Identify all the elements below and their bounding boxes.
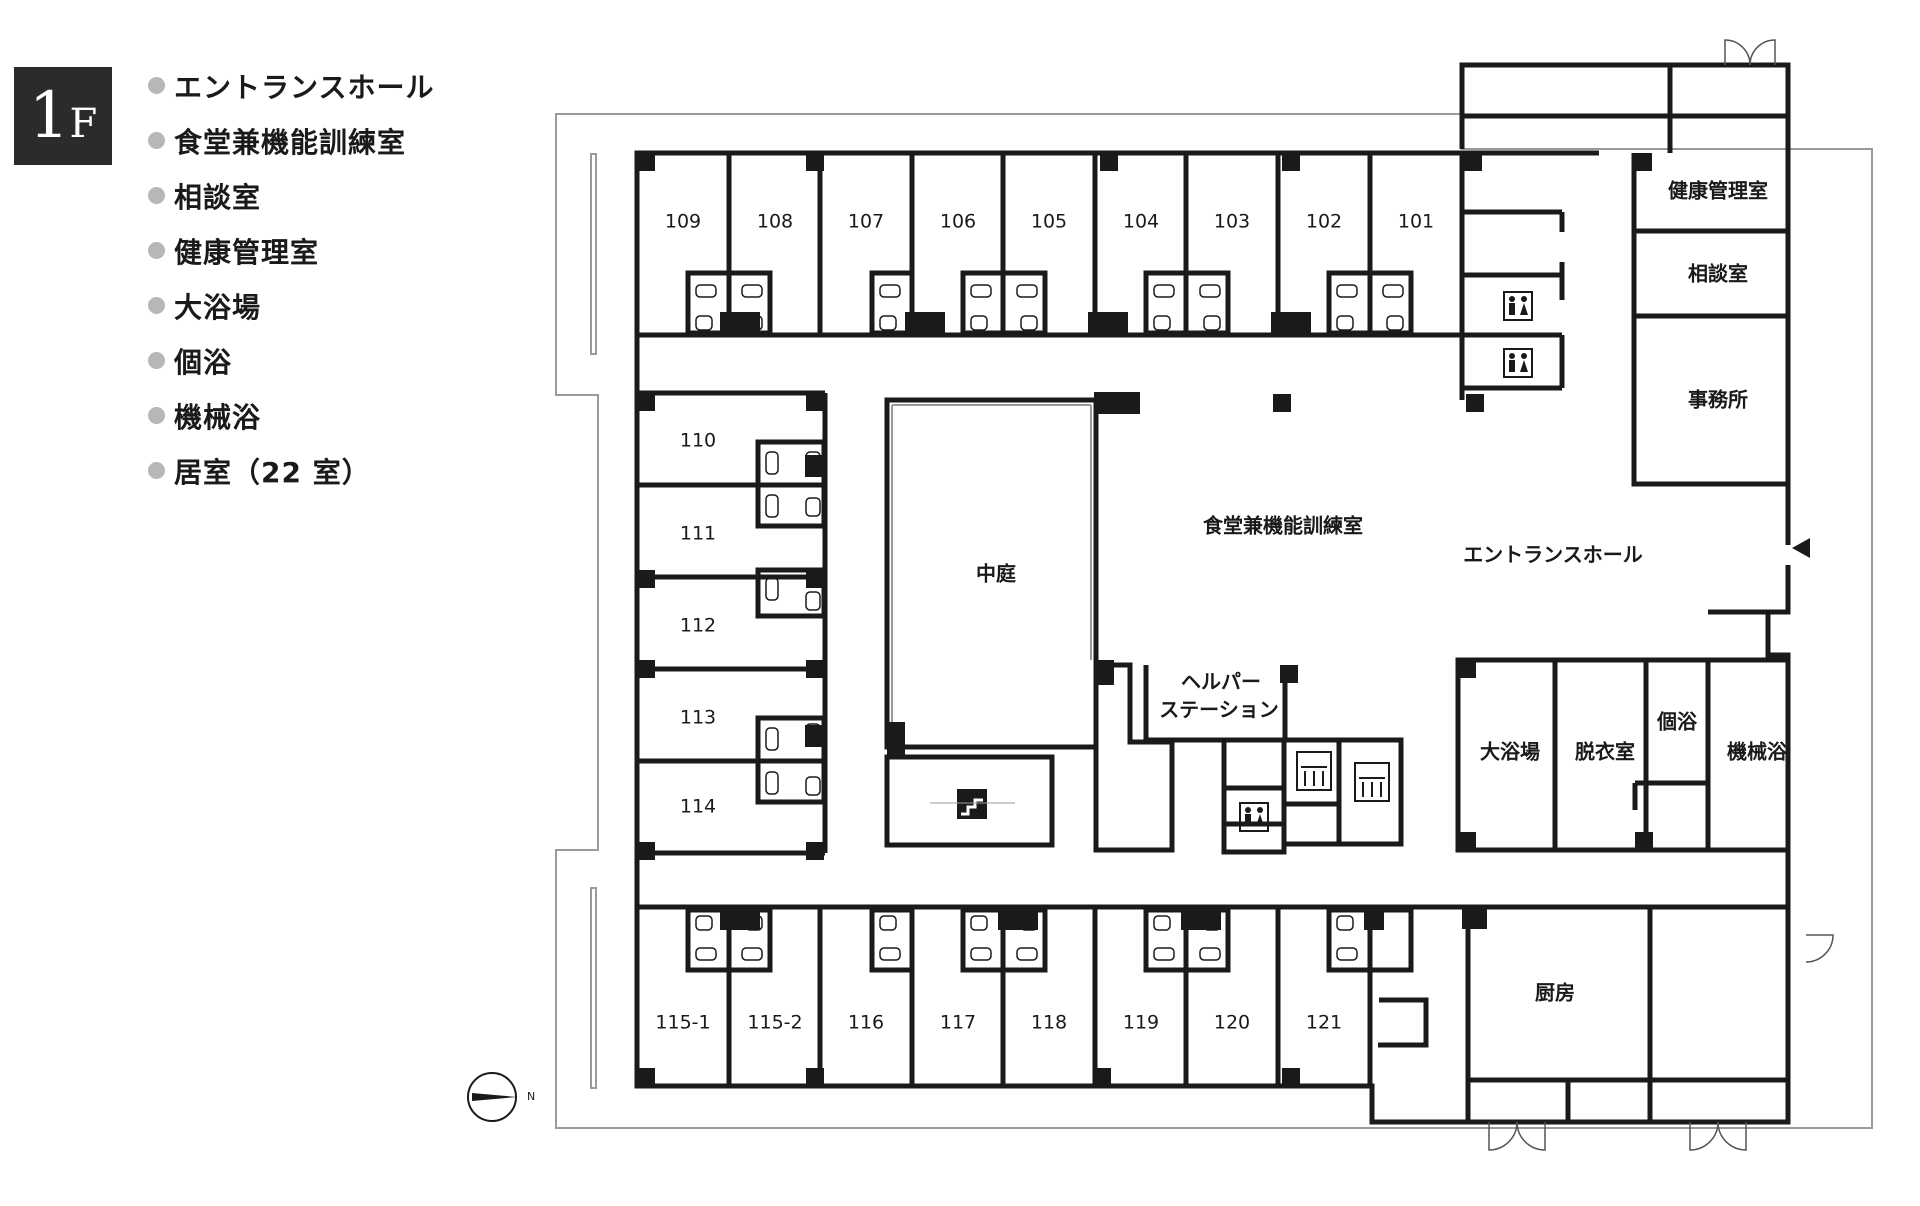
room-label: 108 xyxy=(757,211,793,233)
elevator-icon xyxy=(1296,751,1332,791)
bullet-icon xyxy=(148,132,165,149)
room-label: 110 xyxy=(680,430,716,452)
bullet-icon xyxy=(148,242,165,259)
legend-label: 食堂兼機能訓練室 xyxy=(174,125,407,159)
courtyard-label: 中庭 xyxy=(976,562,1016,586)
legend-item: 健康管理室 xyxy=(148,223,434,278)
room-label: 107 xyxy=(848,211,884,233)
room-label: 120 xyxy=(1214,1012,1250,1034)
legend-item: 機械浴 xyxy=(148,388,434,443)
room-label: 121 xyxy=(1306,1012,1342,1034)
dressing-room-label: 脱衣室 xyxy=(1575,740,1635,764)
room-label: 115-2 xyxy=(747,1012,802,1034)
room-labels: 109 108 107 106 105 104 103 102 101 110 … xyxy=(655,179,1788,1034)
door-swing xyxy=(1488,39,1834,1151)
courtyard-glazing xyxy=(891,404,1092,742)
room-label: 104 xyxy=(1123,211,1159,233)
health-room-label: 健康管理室 xyxy=(1668,179,1768,203)
room-label: 117 xyxy=(940,1012,976,1034)
entrance-arrow-icon xyxy=(1792,538,1810,558)
room-legend: エントランスホール 食堂兼機能訓練室 相談室 健康管理室 大浴場 個浴 機械浴 … xyxy=(148,58,434,498)
compass-label: N xyxy=(527,1090,535,1103)
legend-item: 個浴 xyxy=(148,333,434,388)
legend-item: エントランスホール xyxy=(148,58,434,113)
legend-label: 居室（22 室） xyxy=(174,455,371,489)
legend-label: 大浴場 xyxy=(174,290,262,324)
window-mark xyxy=(590,887,597,1089)
helper-station-label: ステーション xyxy=(1159,698,1279,722)
room-label: 112 xyxy=(680,615,716,637)
room-label: 106 xyxy=(940,211,976,233)
dining-label: 食堂兼機能訓練室 xyxy=(1203,514,1363,538)
private-bath-label: 個浴 xyxy=(1656,710,1698,734)
entrance-hall-label: エントランスホール xyxy=(1463,543,1643,567)
bullet-icon xyxy=(148,407,165,424)
bullet-icon xyxy=(148,462,165,479)
room-label: 102 xyxy=(1306,211,1342,233)
bullet-icon xyxy=(148,187,165,204)
bath-label: 大浴場 xyxy=(1480,740,1540,764)
stairs-icon xyxy=(930,789,1015,819)
north-compass-icon: N xyxy=(467,1072,535,1122)
legend-item: 大浴場 xyxy=(148,278,434,333)
room-label: 115-1 xyxy=(655,1012,710,1034)
walls xyxy=(634,62,1791,1125)
legend-label: 機械浴 xyxy=(174,400,262,434)
room-label: 113 xyxy=(680,707,716,729)
elevator-icon xyxy=(1354,762,1390,802)
machine-bath-label: 機械浴 xyxy=(1727,740,1788,764)
restroom-icon xyxy=(1503,291,1533,321)
floor-suffix: F xyxy=(69,101,98,147)
restroom-icon xyxy=(1503,348,1533,378)
bullet-icon xyxy=(148,352,165,369)
floor-number: 1 xyxy=(28,79,70,153)
toilet-fixtures xyxy=(695,284,1404,961)
room-label: 105 xyxy=(1031,211,1067,233)
room-label: 109 xyxy=(665,211,701,233)
window-mark xyxy=(590,153,597,355)
consult-room-label: 相談室 xyxy=(1688,262,1748,286)
bullet-icon xyxy=(148,297,165,314)
room-label: 111 xyxy=(680,523,716,545)
legend-item: 相談室 xyxy=(148,168,434,223)
legend-label: 個浴 xyxy=(174,345,233,379)
legend-item: 食堂兼機能訓練室 xyxy=(148,113,434,168)
legend-label: エントランスホール xyxy=(174,70,435,104)
columns xyxy=(637,153,1653,1086)
restroom-icon xyxy=(1239,802,1269,832)
site-outline xyxy=(555,113,1873,1129)
legend-label: 相談室 xyxy=(174,180,262,214)
room-label: 118 xyxy=(1031,1012,1067,1034)
room-label: 116 xyxy=(848,1012,884,1034)
legend-label: 健康管理室 xyxy=(174,235,320,269)
room-label: 114 xyxy=(680,796,716,818)
room-label: 103 xyxy=(1214,211,1250,233)
room-label: 101 xyxy=(1398,211,1434,233)
office-label: 事務所 xyxy=(1688,388,1748,412)
room-label: 119 xyxy=(1123,1012,1159,1034)
kitchen-label: 厨房 xyxy=(1535,981,1575,1005)
helper-station-label: ヘルパー xyxy=(1181,670,1261,694)
legend-item: 居室（22 室） xyxy=(148,443,434,498)
bullet-icon xyxy=(148,77,165,94)
